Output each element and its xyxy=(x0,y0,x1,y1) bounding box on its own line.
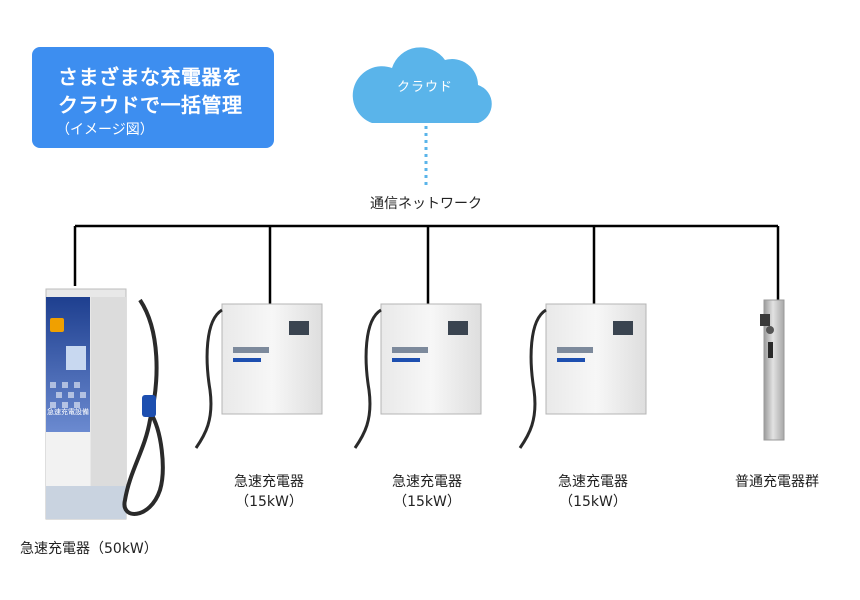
title-line-2: クラウドで一括管理 xyxy=(58,93,243,117)
quick-charger-50kw-label: 急速充電器（50kW） xyxy=(20,541,158,557)
charger-spec: （15kW） xyxy=(559,494,627,510)
network-label: 通信ネットワーク xyxy=(370,196,482,212)
title-note: （イメージ図） xyxy=(56,122,154,138)
charger-name: 急速充電器 xyxy=(234,474,304,490)
charger-name: 急速充電器 xyxy=(558,474,628,490)
title-line-1: さまざまな充電器を xyxy=(58,65,243,89)
charger-name: 急速充電器 xyxy=(392,474,462,490)
panel-text: 急速充電設備 xyxy=(47,407,89,416)
title-badge: さまざまな充電器を クラウドで一括管理 （イメージ図） xyxy=(32,47,274,148)
charger-spec: （15kW） xyxy=(235,494,303,510)
quick-charger-50kw-icon: 急速充電設備 xyxy=(45,288,165,520)
network-bus xyxy=(73,224,780,304)
normal-charger-pole-icon xyxy=(760,299,785,441)
charger-spec: （15kW） xyxy=(393,494,461,510)
cloud-icon xyxy=(352,47,492,123)
quick-charger-15kw-icon-2 xyxy=(353,303,482,449)
quick-charger-15kw-icon-3 xyxy=(518,303,647,449)
cloud-label: クラウド xyxy=(396,80,453,95)
quick-charger-15kw-icon-1 xyxy=(194,303,323,449)
normal-charger-group-label: 普通充電器群 xyxy=(735,474,819,490)
quick-charger-15kw-label-2: 急速充電器 （15kW） xyxy=(372,472,482,512)
quick-charger-15kw-label-3: 急速充電器 （15kW） xyxy=(538,472,648,512)
quick-charger-15kw-label-1: 急速充電器 （15kW） xyxy=(214,472,324,512)
